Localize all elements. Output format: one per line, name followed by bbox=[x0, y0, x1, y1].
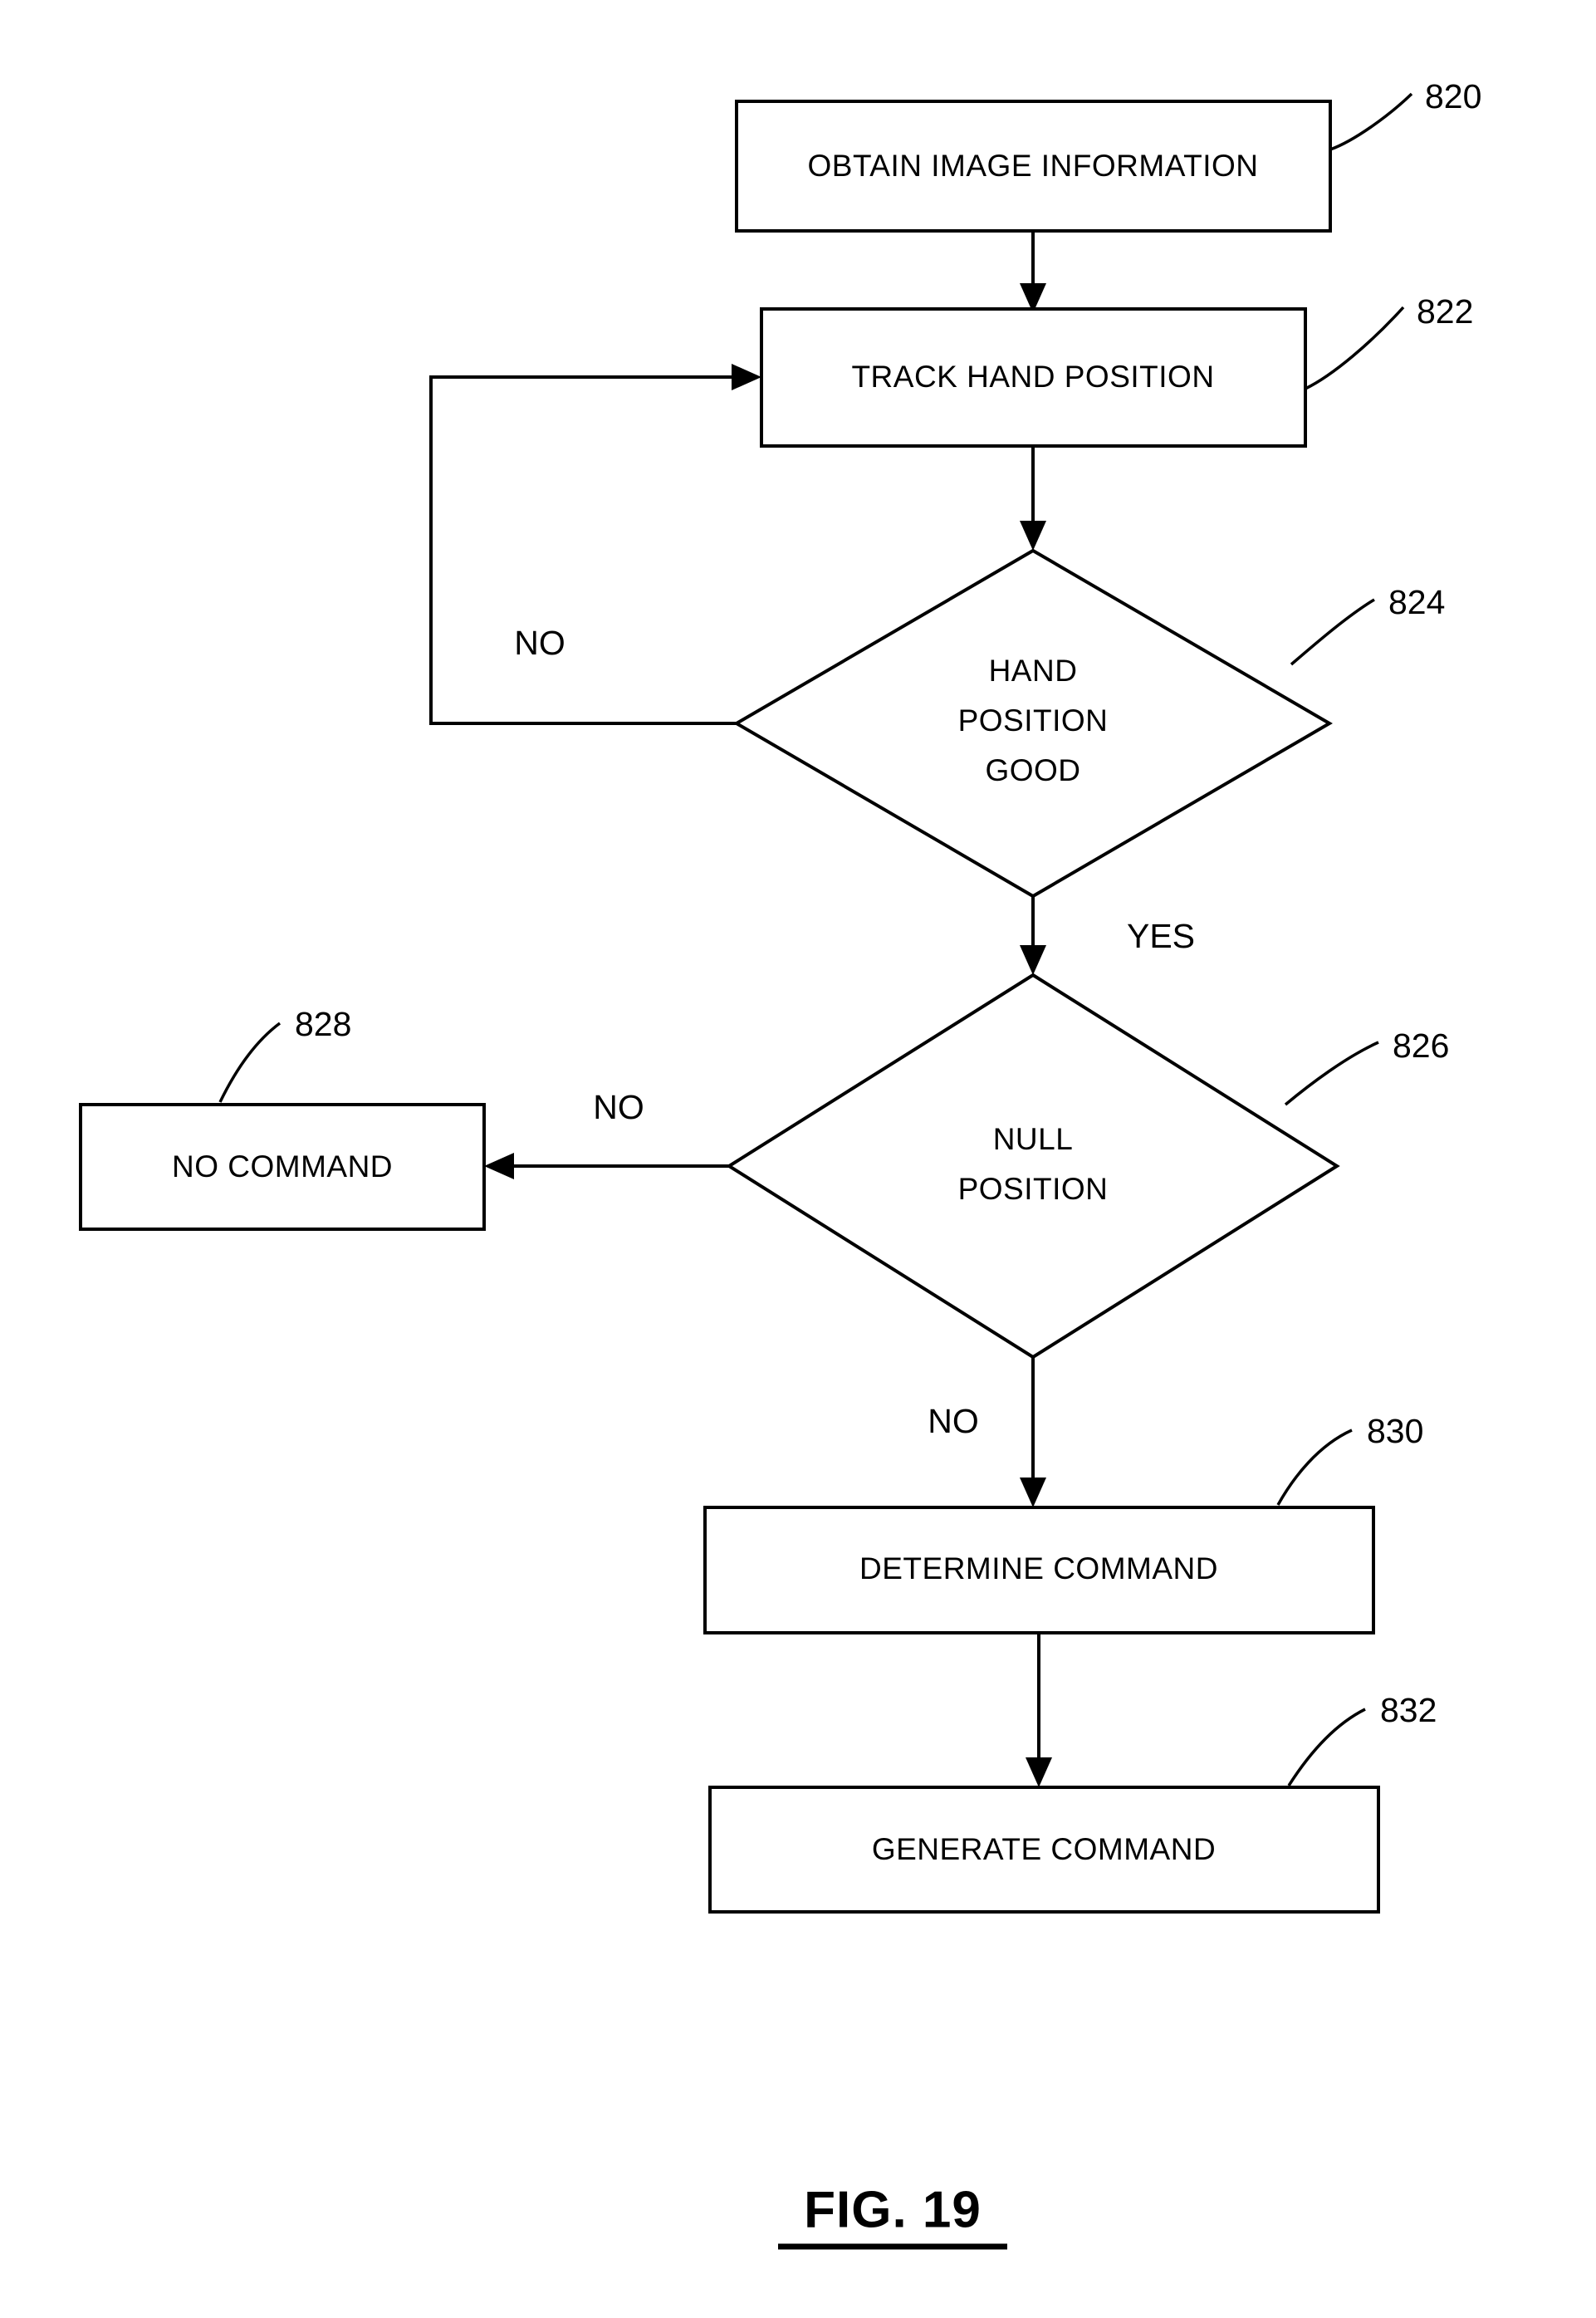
node-label-null-position-line2: POSITION bbox=[958, 1172, 1109, 1206]
node-label-hand-position-good-line2: POSITION bbox=[958, 703, 1109, 738]
node-label-obtain-image-information: OBTAIN IMAGE INFORMATION bbox=[807, 149, 1258, 183]
ref-numeral-828: 828 bbox=[295, 1005, 351, 1043]
leader-line-820 bbox=[1329, 92, 1413, 151]
node-label-determine-command: DETERMINE COMMAND bbox=[859, 1551, 1218, 1585]
process-box-830[interactable] bbox=[703, 1506, 1375, 1634]
arrowhead-icon bbox=[1020, 1478, 1046, 1507]
leader-line-826 bbox=[1284, 1041, 1379, 1106]
connector-826-to-830 bbox=[1020, 1357, 1046, 1507]
decision-diamond-826[interactable] bbox=[726, 973, 1340, 1360]
connector-824-to-826 bbox=[1020, 896, 1046, 975]
node-obtain-image-information[interactable]: OBTAIN IMAGE INFORMATION bbox=[735, 100, 1332, 233]
node-label-generate-command: GENERATE COMMAND bbox=[872, 1832, 1216, 1866]
connector-820-to-822 bbox=[1020, 231, 1046, 313]
node-determine-command[interactable]: DETERMINE COMMAND bbox=[703, 1506, 1375, 1634]
edge-label-null-position-no-down: NO bbox=[928, 1402, 979, 1440]
leader-line-822 bbox=[1305, 306, 1405, 390]
edge-label-null-position-no-left: NO bbox=[593, 1088, 644, 1126]
ref-numeral-826: 826 bbox=[1393, 1027, 1449, 1065]
node-label-track-hand-position: TRACK HAND POSITION bbox=[851, 360, 1214, 394]
leader-line-824 bbox=[1290, 598, 1375, 666]
arrowhead-icon bbox=[1026, 1757, 1052, 1787]
node-no-command[interactable]: NO COMMAND bbox=[79, 1103, 486, 1231]
figure-caption: FIG. 19 bbox=[804, 2181, 982, 2238]
node-hand-position-good[interactable]: HAND POSITION GOOD bbox=[733, 548, 1333, 899]
node-label-hand-position-good-line3: GOOD bbox=[985, 753, 1080, 787]
node-track-hand-position[interactable]: TRACK HAND POSITION bbox=[760, 307, 1307, 448]
node-label-null-position-line1: NULL bbox=[993, 1122, 1074, 1156]
ref-numeral-822: 822 bbox=[1417, 292, 1473, 331]
process-box-832[interactable] bbox=[708, 1786, 1380, 1914]
ref-numeral-830: 830 bbox=[1367, 1412, 1423, 1450]
arrowhead-icon bbox=[484, 1153, 514, 1179]
node-generate-command[interactable]: GENERATE COMMAND bbox=[708, 1786, 1380, 1914]
edge-label-hand-position-good-no: NO bbox=[514, 624, 565, 662]
ref-numeral-820: 820 bbox=[1425, 77, 1481, 115]
leader-line-832 bbox=[1287, 1708, 1366, 1786]
arrowhead-icon bbox=[732, 364, 761, 390]
leader-line-828 bbox=[218, 1022, 282, 1103]
arrowhead-icon bbox=[1020, 945, 1046, 975]
node-label-no-command: NO COMMAND bbox=[172, 1149, 393, 1184]
ref-numeral-832: 832 bbox=[1380, 1691, 1437, 1729]
node-null-position[interactable]: NULL POSITION bbox=[726, 973, 1340, 1360]
connector-822-to-824 bbox=[1020, 446, 1046, 551]
connector-824-no-loop bbox=[429, 364, 761, 725]
ref-numeral-824: 824 bbox=[1388, 583, 1445, 621]
process-box-822[interactable] bbox=[760, 307, 1307, 448]
process-box-820[interactable] bbox=[735, 100, 1332, 233]
arrowhead-icon bbox=[1020, 521, 1046, 551]
process-box-828[interactable] bbox=[79, 1103, 486, 1231]
leader-line-830 bbox=[1276, 1429, 1353, 1506]
arrowhead-icon bbox=[1020, 283, 1046, 313]
edge-label-hand-position-good-yes: YES bbox=[1127, 917, 1195, 955]
node-label-hand-position-good-line1: HAND bbox=[989, 654, 1078, 688]
connector-830-to-832 bbox=[1026, 1633, 1052, 1787]
connector-826-to-828 bbox=[484, 1153, 729, 1179]
